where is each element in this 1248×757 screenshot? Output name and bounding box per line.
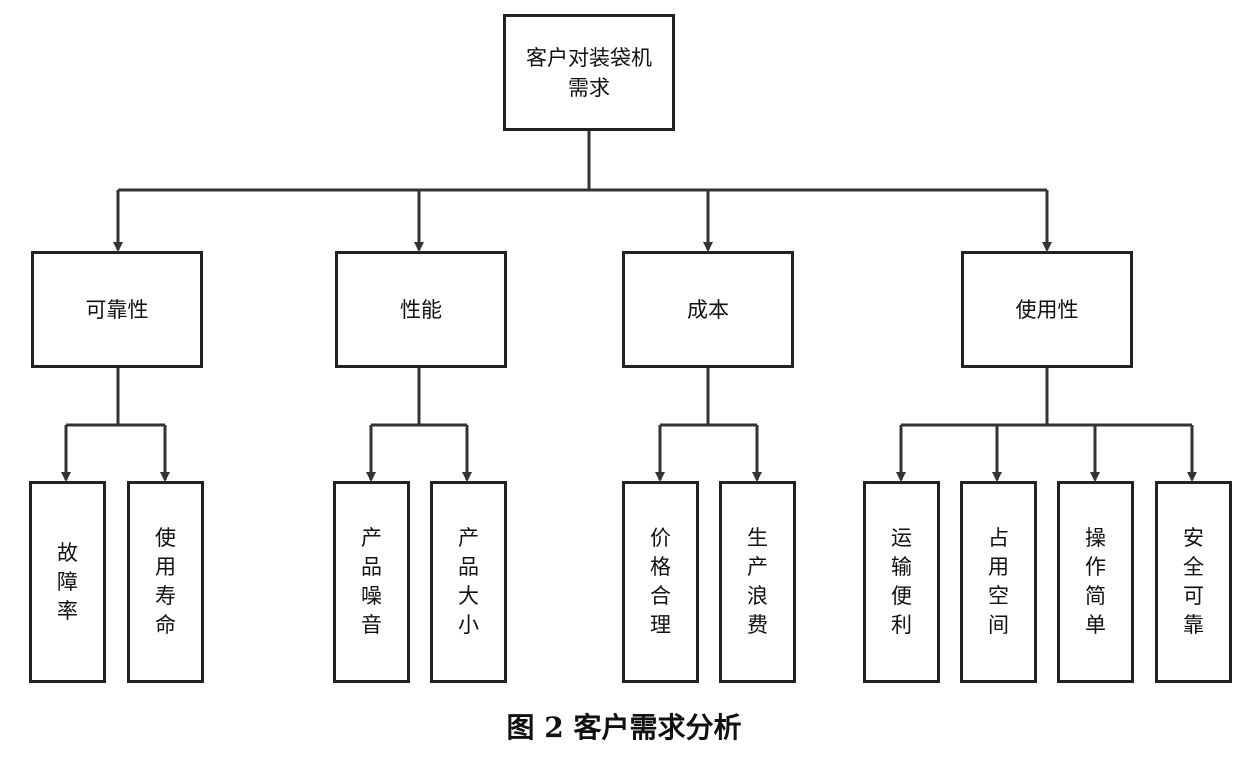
leaf-node-price: 价格合理: [622, 481, 699, 683]
category-node-cost: 成本: [622, 251, 794, 368]
category-node-reliability: 可靠性: [31, 251, 203, 368]
category-node-label: 使用性: [1015, 297, 1079, 322]
category-node-performance: 性能: [335, 251, 507, 368]
leaf-node-label: 操作简单: [1085, 526, 1106, 637]
root-node: 客户对装袋机需求: [503, 14, 675, 131]
leaf-node-label: 价格合理: [650, 526, 671, 637]
leaf-node-failure-rate: 故障率: [29, 481, 106, 683]
leaf-node-label: 产品大小: [458, 526, 479, 637]
root-node-label: 客户对装袋机需求: [526, 45, 652, 100]
leaf-node-label: 生产浪费: [747, 526, 768, 637]
leaf-node-label: 产品噪音: [361, 526, 382, 637]
leaf-node-label: 安全可靠: [1183, 526, 1204, 637]
leaf-node-label: 使用寿命: [155, 526, 176, 637]
leaf-node-operation: 操作简单: [1057, 481, 1134, 683]
leaf-node-label: 占用空间: [988, 526, 1009, 637]
category-node-usability: 使用性: [961, 251, 1133, 368]
leaf-node-label: 故障率: [57, 540, 78, 623]
category-node-label: 性能: [400, 297, 442, 322]
leaf-node-label: 运输便利: [891, 526, 912, 637]
category-node-label: 成本: [687, 297, 729, 322]
category-node-label: 可靠性: [85, 297, 149, 322]
leaf-node-waste: 生产浪费: [719, 481, 796, 683]
figure-caption: 图 2 客户需求分析: [506, 711, 742, 744]
leaf-node-safety: 安全可靠: [1155, 481, 1232, 683]
leaf-node-footprint: 占用空间: [960, 481, 1037, 683]
leaf-node-size: 产品大小: [430, 481, 507, 683]
leaf-node-service-life: 使用寿命: [127, 481, 204, 683]
leaf-node-noise: 产品噪音: [333, 481, 410, 683]
leaf-node-transport: 运输便利: [863, 481, 940, 683]
